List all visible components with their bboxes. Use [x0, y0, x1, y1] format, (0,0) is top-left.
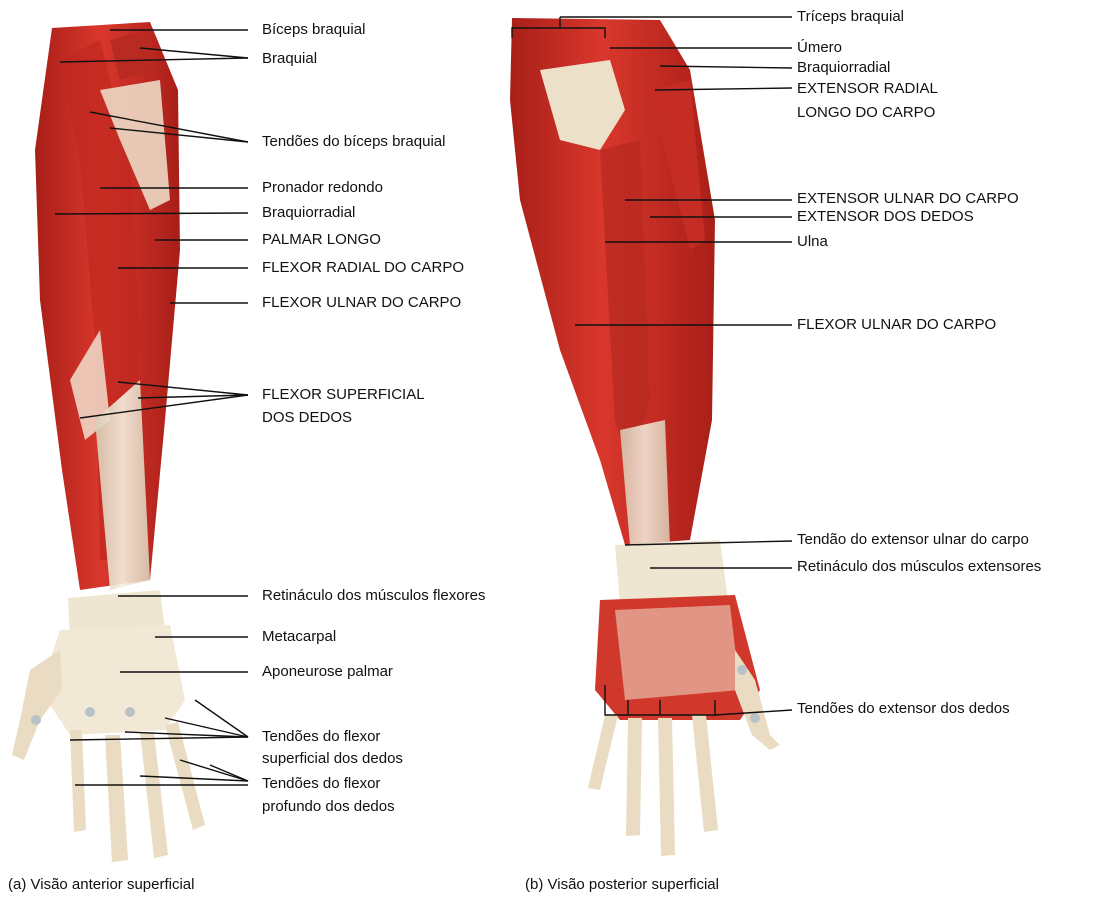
- label-tendoes-flexor-profundo-1: Tendões do flexor: [262, 773, 380, 795]
- label-metacarpal: Metacarpal: [262, 626, 336, 648]
- caption-posterior: (b) Visão posterior superficial: [525, 876, 719, 893]
- label-umero: Úmero: [797, 37, 842, 59]
- label-ulna: Ulna: [797, 231, 828, 253]
- label-extensor-dos-dedos: EXTENSOR DOS DEDOS: [797, 206, 974, 228]
- label-tendao-extensor-ulnar: Tendão do extensor ulnar do carpo: [797, 529, 1029, 551]
- label-pronador-redondo: Pronador redondo: [262, 177, 383, 199]
- anterior-forearm-drawing: [12, 22, 205, 862]
- label-extensor-radial: EXTENSOR RADIAL: [797, 78, 938, 100]
- label-flexor-ulnar-carpo-posterior: FLEXOR ULNAR DO CARPO: [797, 314, 996, 336]
- label-flexor-ulnar-carpo-anterior: FLEXOR ULNAR DO CARPO: [262, 292, 461, 314]
- label-palmar-longo: PALMAR LONGO: [262, 229, 381, 251]
- label-triceps-braquial: Tríceps braquial: [797, 6, 904, 28]
- label-longo-do-carpo: LONGO DO CARPO: [797, 102, 935, 124]
- label-flexor-superficial: FLEXOR SUPERFICIAL: [262, 384, 425, 406]
- label-aponeurose-palmar: Aponeurose palmar: [262, 661, 393, 683]
- label-braquial: Braquial: [262, 48, 317, 70]
- label-tendoes-flexor-profundo-2: profundo dos dedos: [262, 796, 395, 818]
- label-braquiorradial-anterior: Braquiorradial: [262, 202, 355, 224]
- label-biceps-braquial: Bíceps braquial: [262, 19, 365, 41]
- label-flexor-radial-carpo: FLEXOR RADIAL DO CARPO: [262, 257, 464, 279]
- label-tendoes-extensor-dedos: Tendões do extensor dos dedos: [797, 698, 1010, 720]
- label-tendoes-flexor-superficial-1: Tendões do flexor: [262, 726, 380, 748]
- caption-anterior: (a) Visão anterior superficial: [8, 876, 194, 893]
- label-tendoes-flexor-superficial-2: superficial dos dedos: [262, 748, 403, 770]
- label-retinaculo-flexores: Retináculo dos músculos flexores: [262, 585, 485, 607]
- posterior-forearm-drawing: [510, 18, 780, 856]
- label-braquiorradial-posterior: Braquiorradial: [797, 57, 890, 79]
- label-retinaculo-extensores: Retináculo dos músculos extensores: [797, 556, 1041, 578]
- label-tendoes-biceps: Tendões do bíceps braquial: [262, 131, 445, 153]
- label-dos-dedos: DOS DEDOS: [262, 407, 352, 429]
